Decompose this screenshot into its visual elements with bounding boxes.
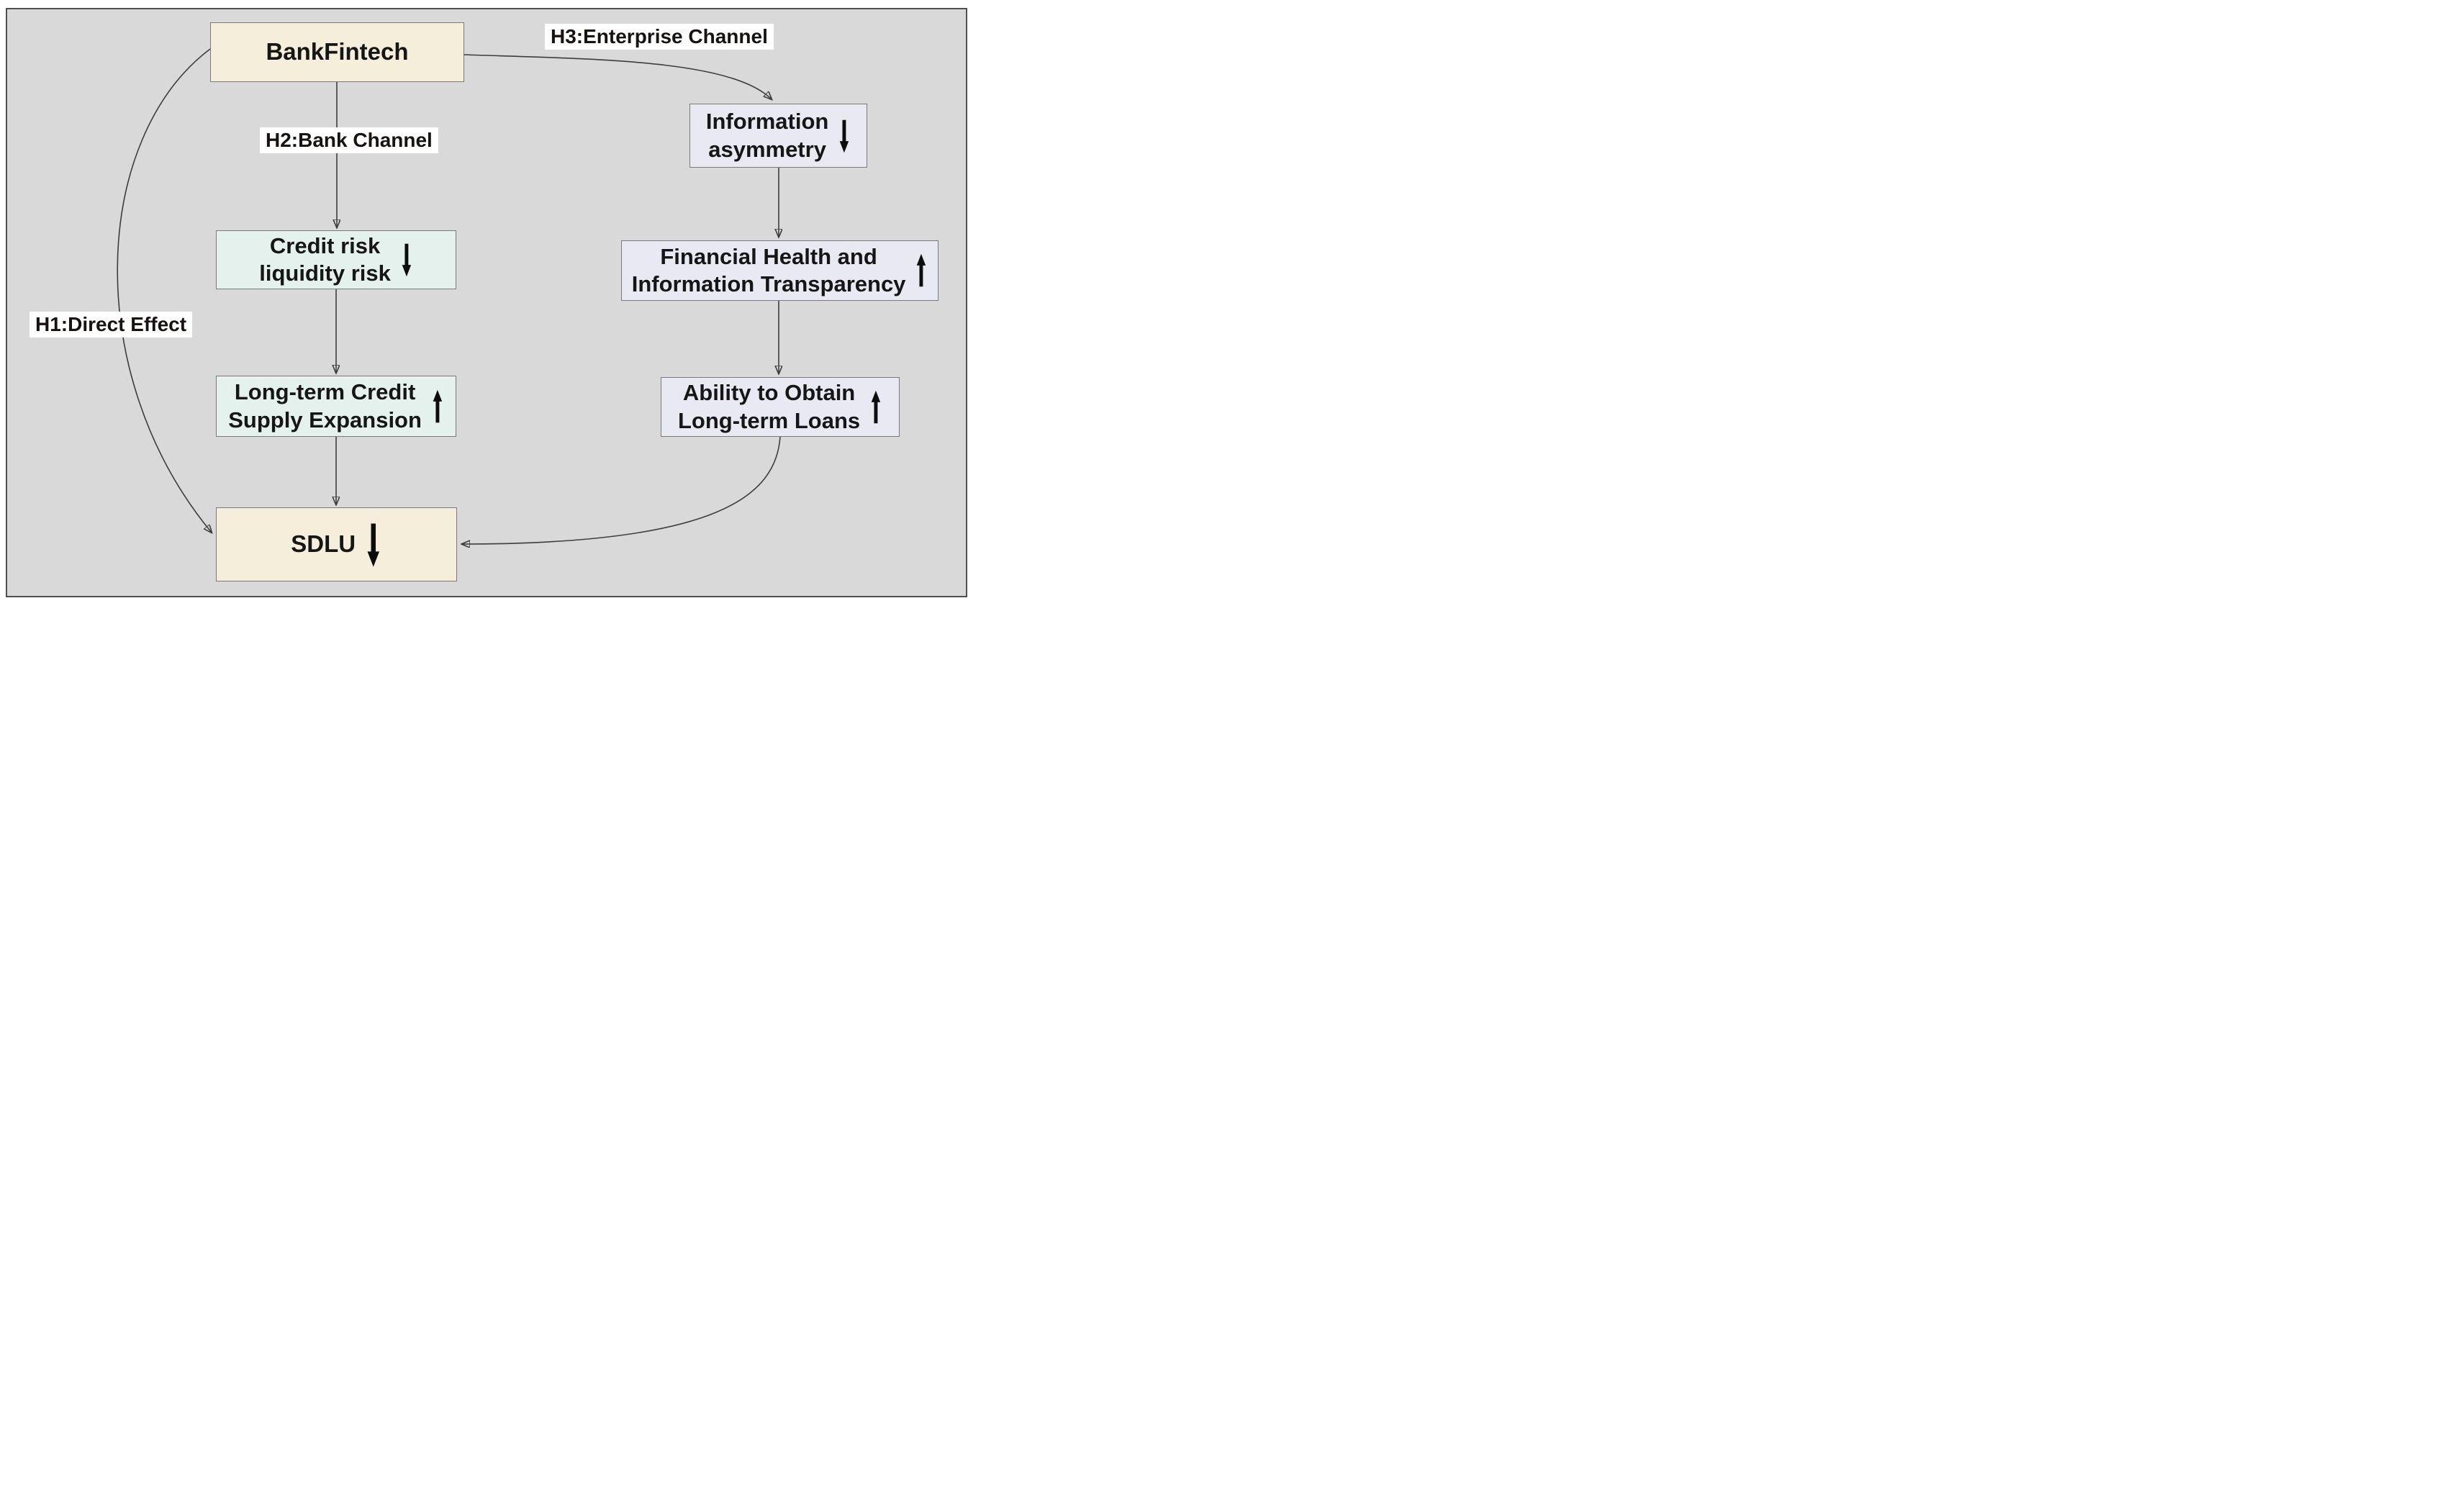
node-label: Financial Health and [660,243,877,269]
node-label: Information Transparency [631,271,906,296]
node-long-term-credit-supply: Long-term Credit Supply Expansion [216,376,456,437]
edge-label-h2-bank-channel: H2:Bank Channel [260,127,438,153]
node-label: Credit risk [269,232,381,258]
increase-arrow-icon [869,389,882,425]
decrease-arrow-icon [400,242,413,278]
decrease-arrow-icon [838,118,851,154]
node-ability-obtain-loans: Ability to Obtain Long-term Loans [661,377,900,437]
node-label: Information [705,109,829,135]
node-sdlu: SDLU [216,507,457,581]
edge-bankfintech-to-information-asymmetry [463,54,772,99]
decrease-arrow-icon [365,521,382,569]
increase-arrow-icon [915,253,928,289]
node-label: Supply Expansion [228,407,422,433]
edge-bankfintech-to-sdlu-direct [117,48,212,533]
node-label: Long-term Credit [234,379,416,405]
node-credit-liquidity-risk: Credit risk liquidity risk [216,230,456,289]
increase-arrow-icon [431,389,444,425]
node-label: Long-term Loans [677,407,861,433]
node-label: asymmetry [708,136,826,162]
edge-ability-to-sdlu [462,436,781,544]
edge-label-h3-enterprise-channel: H3:Enterprise Channel [545,24,774,50]
edges-layer [117,48,977,605]
node-information-asymmetry: Information asymmetry [689,104,867,168]
node-financial-health-transparency: Financial Health and Information Transpa… [621,240,939,301]
node-label: Ability to Obtain [682,380,856,406]
edge-label-h1-direct-effect: H1:Direct Effect [30,312,193,338]
node-label: liquidity risk [259,261,391,286]
figure-page: H1:Direct Effect H2:Bank Channel H3:Ente… [0,0,977,605]
node-label: SDLU [291,530,356,558]
node-label: BankFintech [266,38,409,65]
node-bankfintech: BankFintech [210,22,464,82]
